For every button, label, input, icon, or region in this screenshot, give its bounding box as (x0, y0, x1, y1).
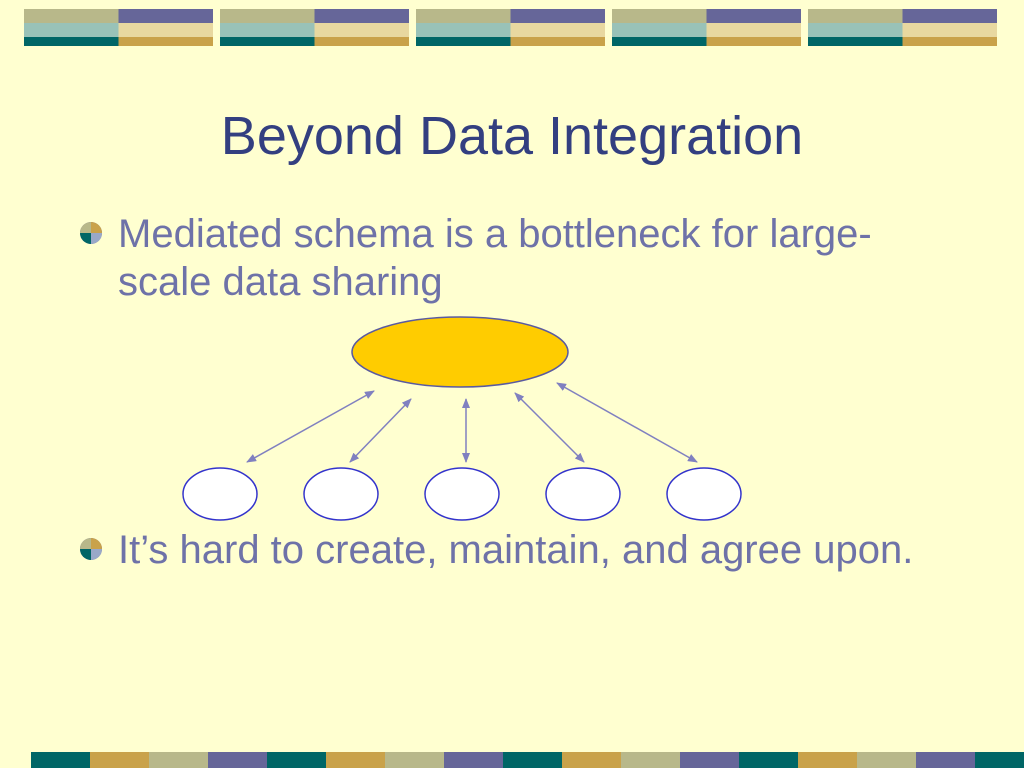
banner-tile (314, 23, 409, 37)
banner-tile (612, 37, 707, 46)
banner-tile (902, 37, 997, 46)
banner-tile (90, 752, 149, 768)
banner-tile (385, 752, 444, 768)
bottom-decorative-banner (31, 752, 1024, 768)
data-source-5 (666, 467, 742, 521)
banner-tile (118, 37, 213, 46)
data-sources (182, 467, 742, 521)
banner-tile (612, 9, 707, 23)
banner-tile (24, 37, 119, 46)
banner-tile (808, 23, 903, 37)
data-source-3 (424, 467, 500, 521)
mediated-schema-diagram (182, 316, 742, 521)
banner-tile (503, 752, 562, 768)
arrow-source-5 (556, 382, 698, 463)
arrow-source-2 (349, 398, 412, 463)
data-source-2 (303, 467, 379, 521)
banner-tile (857, 752, 916, 768)
banner-tile (612, 23, 707, 37)
banner-tile (739, 752, 798, 768)
banner-tile (902, 9, 997, 23)
mediated-schema-ellipse (351, 316, 569, 388)
top-decorative-banner (24, 9, 997, 46)
slide-title: Beyond Data Integration (220, 106, 804, 166)
banner-tile (24, 9, 119, 23)
bullet-text-hard-to-agree: It’s hard to create, maintain, and agree… (118, 528, 914, 572)
arrow-source-4 (514, 392, 585, 463)
banner-tile (444, 752, 503, 768)
data-source-1 (182, 467, 258, 521)
banner-tile (118, 23, 213, 37)
banner-tile (149, 752, 208, 768)
banner-tile (416, 23, 511, 37)
connection-arrows (246, 382, 698, 463)
banner-tile (510, 37, 605, 46)
banner-tile (267, 752, 326, 768)
banner-tile (326, 752, 385, 768)
banner-tile (975, 752, 1024, 768)
bullet-icon (80, 222, 102, 244)
bullet-icon (80, 538, 102, 560)
banner-tile (208, 752, 267, 768)
banner-tile (220, 23, 315, 37)
banner-tile (562, 752, 621, 768)
banner-tile (621, 752, 680, 768)
banner-tile (314, 9, 409, 23)
bullet-text-mediated-schema: Mediated schema is a bottleneck for larg… (118, 212, 872, 304)
banner-tile (416, 37, 511, 46)
banner-tile (24, 23, 119, 37)
banner-tile (798, 752, 857, 768)
banner-tile (510, 9, 605, 23)
banner-tile (808, 37, 903, 46)
banner-tile (220, 9, 315, 23)
data-source-4 (545, 467, 621, 521)
banner-tile (31, 752, 90, 768)
banner-tile (680, 752, 739, 768)
banner-tile (916, 752, 975, 768)
banner-tile (706, 37, 801, 46)
banner-tile (510, 23, 605, 37)
banner-tile (220, 37, 315, 46)
banner-tile (314, 37, 409, 46)
banner-tile (706, 9, 801, 23)
banner-tile (416, 9, 511, 23)
arrow-source-1 (246, 390, 375, 463)
banner-tile (808, 9, 903, 23)
banner-tile (706, 23, 801, 37)
banner-tile (902, 23, 997, 37)
banner-tile (118, 9, 213, 23)
